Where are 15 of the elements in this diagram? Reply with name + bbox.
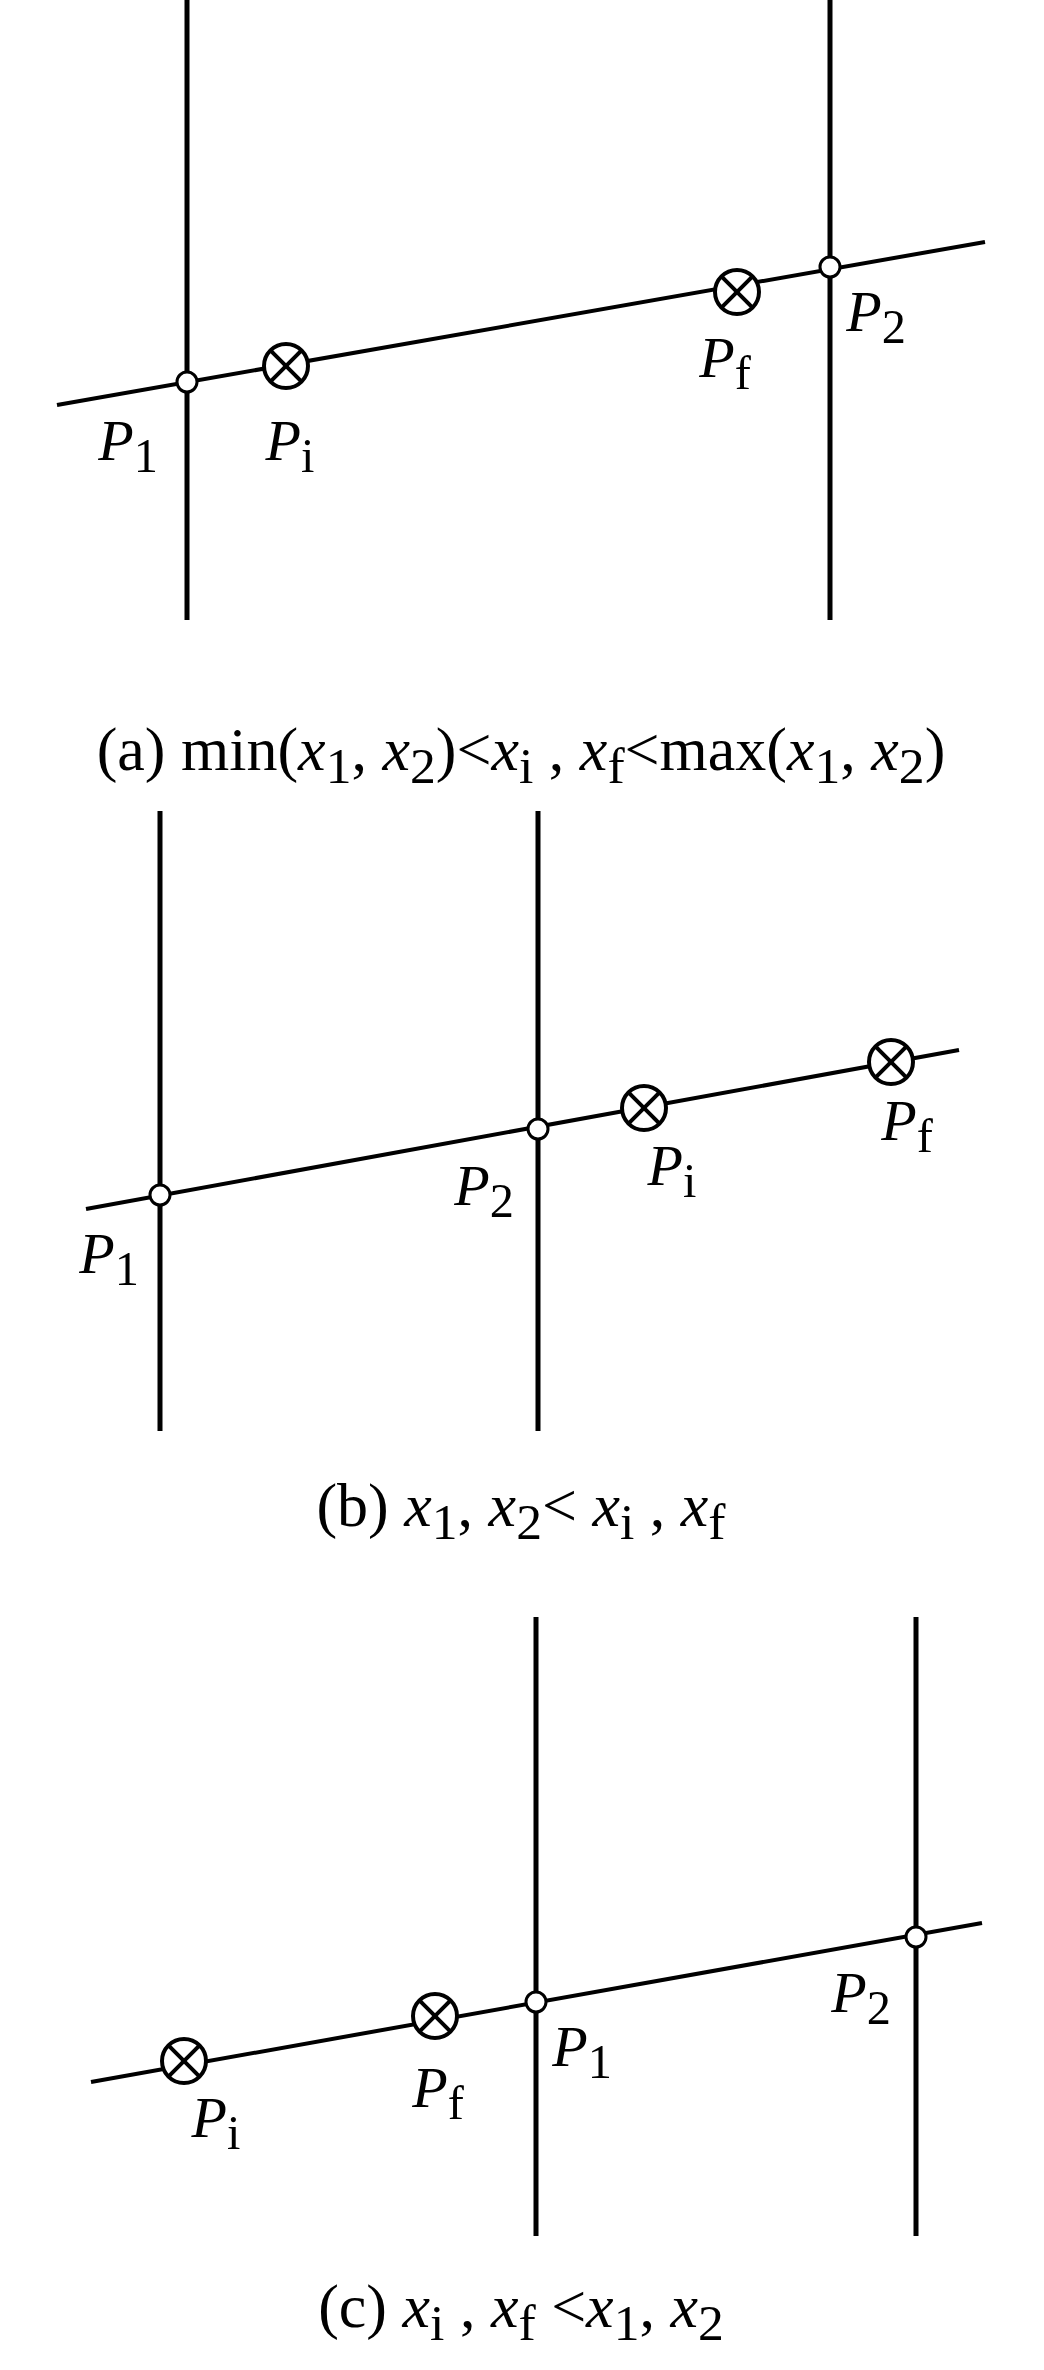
caption: (b) x$_{1}$, x$_{2}$< x$_{i}$ , x$_{f}$ [316,1470,726,1552]
point-label: P$_{2}$ [846,282,906,352]
point-label: P$_{2}$ [831,1963,891,2033]
point-label: P$_{1}$ [552,2017,612,2087]
point-label: P$_{1}$ [79,1224,139,1294]
point-label: P$_{i}$ [647,1136,697,1206]
point-label: P$_{1}$ [98,411,158,481]
point-label: P$_{f}$ [412,2058,464,2128]
point-label: P$_{f}$ [699,328,751,398]
point-label: P$_{i}$ [265,411,315,481]
caption: (c) x$_{i}$ , x$_{f}$ <x$_{1}$, x$_{2}$ [318,2271,724,2353]
point-label: P$_{i}$ [191,2088,241,2158]
caption: (a) min(x$_{1}$, x$_{2}$)<x$_{i}$ , x$_{f}$<max(x$_{1}$, x$_{2}$) [96,714,946,796]
point-label: P$_{2}$ [454,1156,514,1226]
point-label: P$_{f}$ [881,1091,933,1161]
